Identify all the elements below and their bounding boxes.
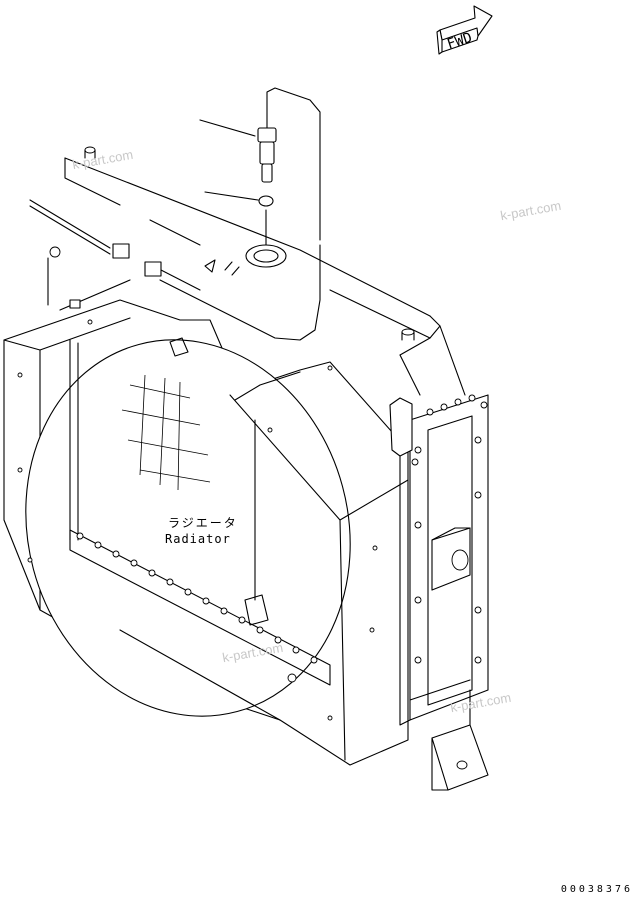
mounting-bracket — [431, 689, 489, 791]
radiator-cap-assembly — [159, 87, 321, 341]
lower-bolt-rail — [69, 529, 331, 686]
part-label-japanese: ラジエータ — [168, 516, 238, 530]
fwd-label: FWD — [445, 30, 474, 53]
fwd-arrow-icon: FWD — [436, 5, 493, 55]
figure-number: 00038376 — [560, 884, 633, 895]
fan-shroud — [3, 299, 409, 766]
part-label-english: Radiator — [165, 532, 231, 546]
radiator-top-tank — [64, 146, 466, 396]
radiator-core-grid — [69, 339, 256, 601]
sensor-harness — [29, 199, 201, 311]
radiator-side-tank — [389, 394, 489, 726]
